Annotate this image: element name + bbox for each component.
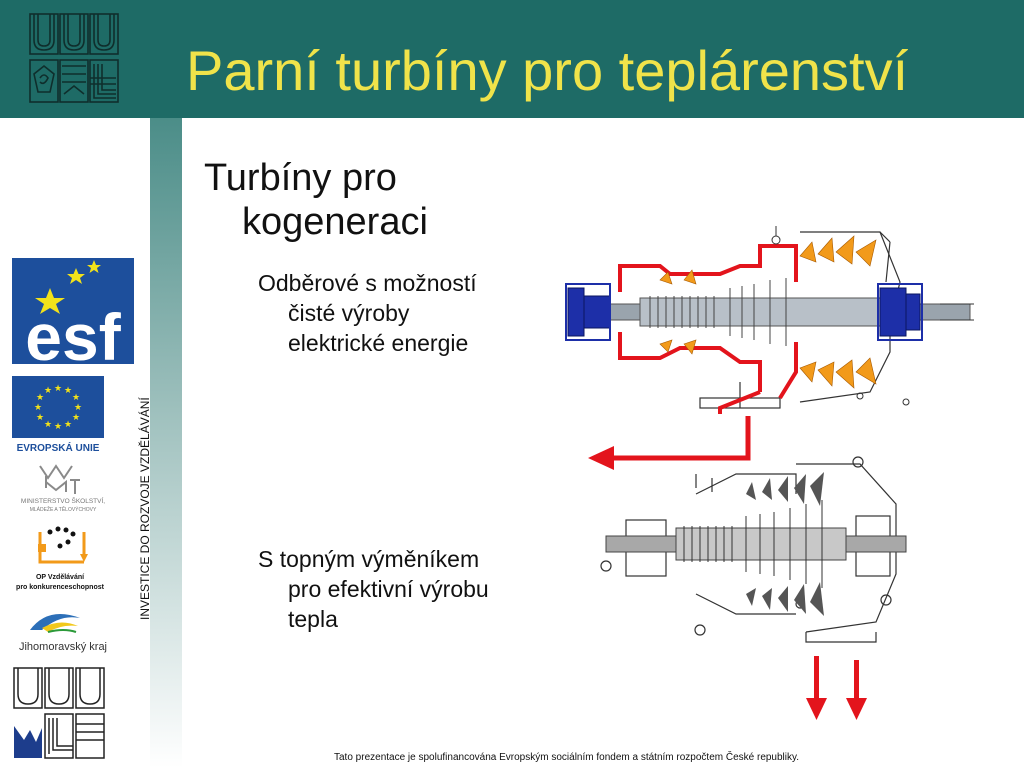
extraction-steam-arrow-icon [588,416,751,470]
decorative-vertical-bar [150,118,182,768]
svg-text:★: ★ [54,421,62,431]
msmt-label-line1: MINISTERSTVO ŠKOLSTVÍ, [21,496,105,505]
svg-text:★: ★ [44,385,52,395]
heading-line1: Turbíny pro [204,157,397,199]
heading-line2: kogeneraci [242,201,428,243]
bullet-line: pro efektivní výrobu [288,576,489,602]
bullet-extraction-turbine: Odběrové s možností čisté výroby elektri… [258,268,477,358]
svg-text:★: ★ [64,385,72,395]
heat-exchanger-turbine-diagram [600,456,907,643]
svg-text:★: ★ [34,402,42,412]
bullet-line: čisté výroby [288,300,410,326]
page-title: Parní turbíny pro teplárenství [186,39,909,102]
eu-flag-icon: ★★★ ★★★ ★★★ ★★★ EVROPSKÁ UNIE [12,376,104,454]
svg-text:★: ★ [64,419,72,429]
svg-text:★: ★ [36,412,44,422]
eu-label: EVROPSKÁ UNIE [17,441,100,454]
op-label-line2: pro konkurenceschopnost [16,584,105,591]
svg-text:★: ★ [36,392,44,402]
vertical-caption: INVESTICE DO ROZVOJE VZDĚLÁVÁNÍ [138,397,152,620]
bullet-line: elektrické energie [288,330,469,356]
bullet-line: tepla [288,606,338,632]
vut-logo-icon [13,667,105,759]
svg-text:★: ★ [54,383,62,393]
bullet-line: S topným výměníkem [258,546,480,572]
jihomoravsky-kraj-logo-icon: Jihomoravský kraj [19,614,107,653]
op-vzdelavani-logo-icon: OP Vzdělávání pro konkurenceschopnost [16,526,105,591]
partner-logos-sidebar [0,118,150,768]
content-heading: Turbíny pro kogeneraci [204,156,428,244]
msmt-logo-icon: MINISTERSTVO ŠKOLSTVÍ, MLÁDEŽE A TĚLOVÝC… [21,464,105,513]
heat-output-arrows-icon [806,656,867,720]
esf-logo-icon: esf [12,258,134,364]
svg-text:★: ★ [44,419,52,429]
op-label-line1: OP Vzdělávání [36,574,85,581]
esf-logo-text: esf [25,300,121,364]
svg-text:★: ★ [72,392,80,402]
header-bar: Parní turbíny pro teplárenství [0,0,1024,118]
svg-text:★: ★ [72,412,80,422]
bullet-heat-exchanger-turbine: S topným výměníkem pro efektivní výrobu … [258,544,489,634]
svg-text:★: ★ [74,402,82,412]
extraction-turbine-diagram [565,226,974,414]
university-logo-icon [29,13,119,103]
bullet-line: Odběrové s možností [258,270,477,296]
footer-note: Tato prezentace je spolufinancována Evro… [334,752,800,763]
msmt-label-line2: MLÁDEŽE A TĚLOVÝCHOVY [30,505,97,513]
jmk-label: Jihomoravský kraj [19,641,107,653]
